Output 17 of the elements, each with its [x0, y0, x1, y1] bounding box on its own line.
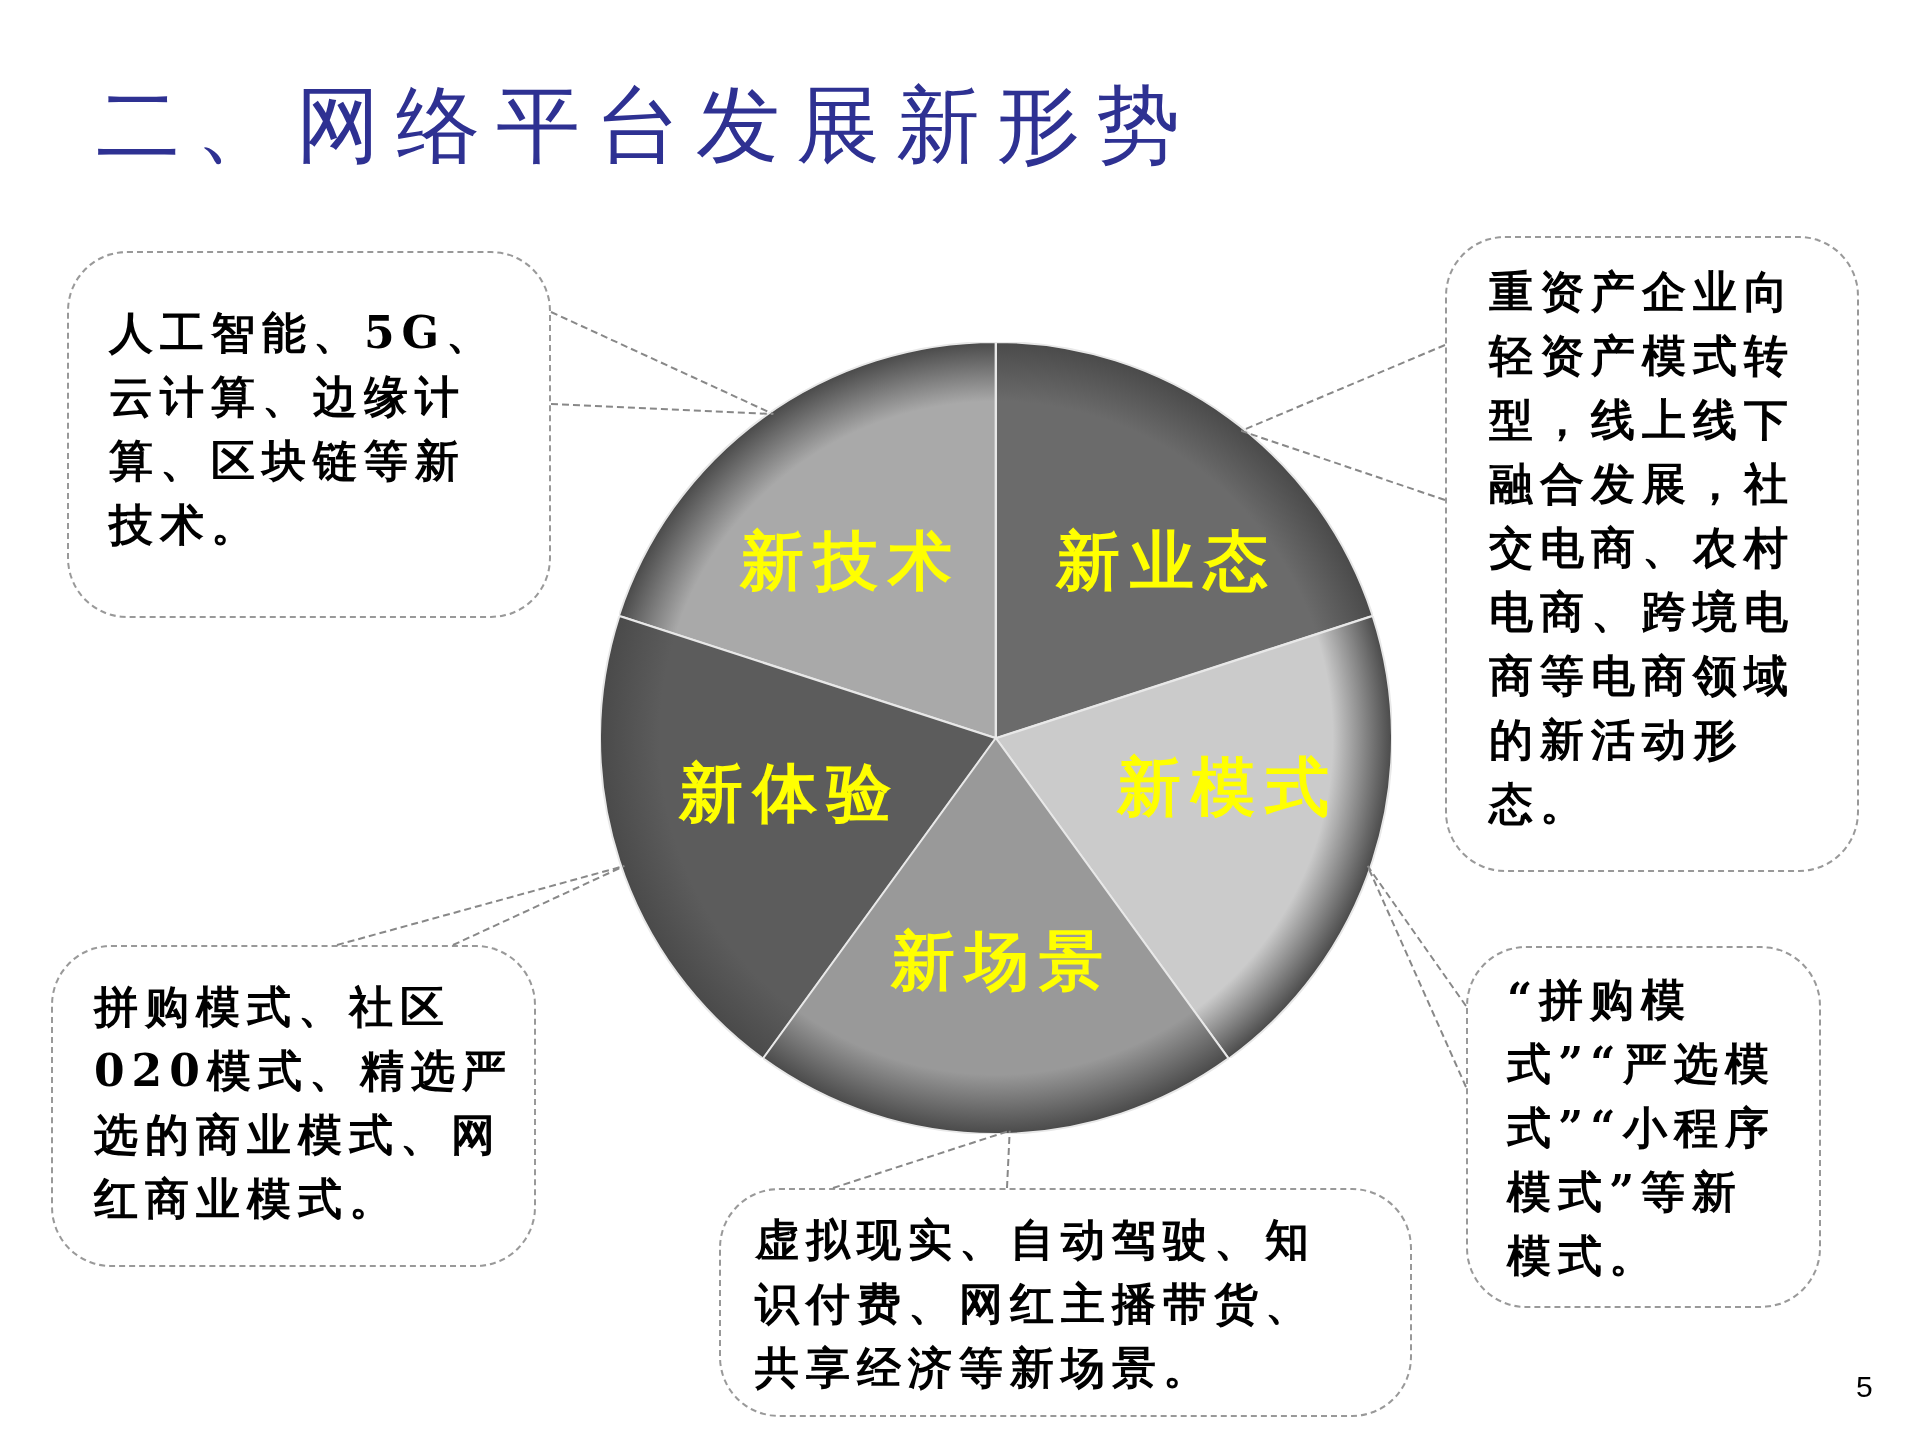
slice-label: 新模式 [1117, 747, 1339, 826]
callout-pointer [336, 864, 626, 946]
callout-pointer [1240, 344, 1446, 501]
callout-box: “拼购模式”“严选模式”“小程序模式”等新模式。 [1466, 946, 1821, 1308]
slice-label: 新体验 [679, 753, 901, 832]
page-number: 5 [1856, 1370, 1873, 1404]
callout-box: 重资产企业向轻资产模式转型，线上线下融合发展，社交电商、农村电商、跨境电商等电商领域的新活动形态。 [1445, 236, 1859, 872]
callout-pointer [832, 1129, 1011, 1189]
callout-box: 人工智能、5G、云计算、边缘计算、区块链等新技术。 [67, 251, 551, 618]
callout-box: 虚拟现实、自动驾驶、知识付费、网红主播带货、共享经济等新场景。 [719, 1188, 1412, 1417]
callout-pointer [550, 311, 775, 416]
callout-pointer [1366, 864, 1467, 1088]
slice-label: 新业态 [1056, 521, 1278, 600]
callout-box: 拼购模式、社区020模式、精选严选的商业模式、网红商业模式。 [51, 945, 536, 1267]
slice-label: 新场景 [891, 921, 1113, 1000]
slice-label: 新技术 [740, 521, 962, 600]
title: 二、网络平台发展新形势 [96, 75, 1196, 176]
